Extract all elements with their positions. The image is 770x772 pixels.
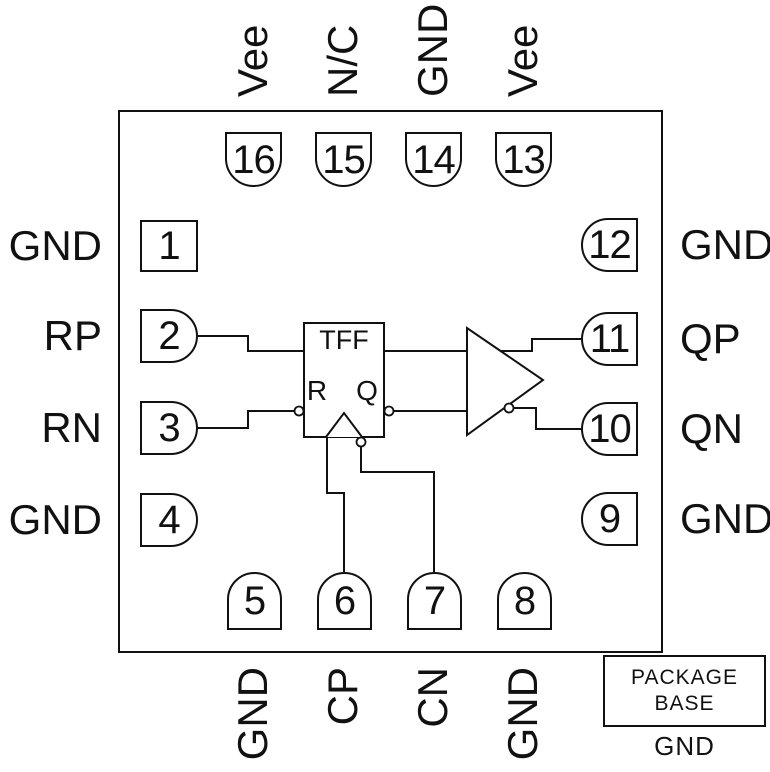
pin-14-label: GND — [409, 3, 456, 97]
tff-output-port-label: Q — [356, 375, 378, 406]
wire-cn-clock — [360, 446, 435, 572]
pin-5-label: GND — [229, 667, 276, 761]
clock-invert-bubble — [355, 436, 367, 448]
pin-10-label: QN — [680, 405, 743, 452]
qbar-invert-bubble — [383, 405, 395, 417]
pin-5: 5 — [227, 572, 282, 630]
pin-10: 10 — [581, 402, 638, 456]
pin-2-label: RP — [43, 312, 102, 359]
wire-qp-output — [500, 338, 581, 352]
pin-12: 12 — [581, 218, 638, 272]
pin-14: 14 — [405, 132, 462, 187]
pin-15: 15 — [315, 132, 372, 187]
pin-6: 6 — [317, 572, 372, 630]
pin-13: 13 — [495, 132, 552, 187]
pin-1-label: GND — [8, 222, 102, 269]
package-base-ground-label: GND — [654, 731, 715, 761]
pin-7: 7 — [407, 572, 462, 630]
pin-11: 11 — [581, 312, 638, 366]
chip-outline — [118, 110, 663, 653]
tff-reset-port-label: R — [307, 375, 327, 406]
pin-8-label: GND — [499, 667, 546, 761]
pin-3: 3 — [140, 401, 198, 455]
pin-16: 16 — [225, 132, 282, 187]
pin-4: 4 — [140, 493, 198, 547]
wire-rp-input — [198, 335, 304, 352]
pin-9-label: GND — [680, 495, 770, 542]
package-base-line2: BASE — [654, 692, 715, 715]
pin-12-label: GND — [680, 221, 770, 268]
package-base-box: PACKAGE BASE — [603, 655, 766, 727]
pin-13-label: Vee — [499, 24, 546, 97]
pin-2: 2 — [140, 309, 198, 363]
reset-invert-bubble — [293, 405, 305, 417]
clock-edge-triangle — [325, 411, 363, 438]
pin-3-label: RN — [41, 404, 102, 451]
pin-7-label: CN — [409, 667, 456, 728]
pin-4-label: GND — [8, 496, 102, 543]
pin-15-label: N/C — [319, 24, 366, 97]
pin-1: 1 — [140, 220, 198, 272]
wire-qn-output — [513, 407, 581, 430]
pin-8: 8 — [497, 572, 552, 630]
pin-9: 9 — [581, 492, 638, 546]
wire-rn-input — [198, 410, 295, 429]
pin-11-label: QP — [680, 315, 741, 362]
tff-title: TFF — [319, 325, 368, 355]
pin-16-label: Vee — [229, 24, 276, 97]
buffer-invert-bubble — [503, 402, 515, 414]
pin-6-label: CP — [319, 667, 366, 726]
wire-cp-clock — [326, 437, 345, 572]
package-base-line1: PACKAGE — [631, 666, 738, 689]
